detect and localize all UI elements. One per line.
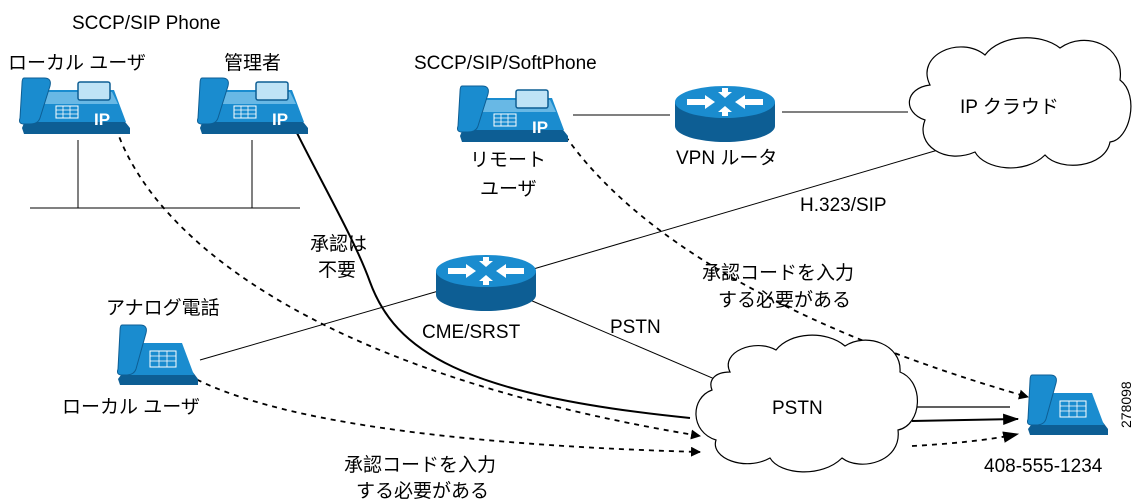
no-auth-label-line2: 不要 [318,260,356,281]
sccp-sip-softphone-label: SCCP/SIP/SoftPhone [414,53,597,74]
analog-phone-label: アナログ電話 [106,297,220,319]
local-user-top-label: ローカル ユーザ [8,53,146,74]
admin-label: 管理者 [224,52,281,74]
ip-cloud-icon [908,37,1132,169]
remote-user-label-line2: ユーザ [480,179,537,200]
analog-phone-icon [1027,374,1109,436]
no-auth-label-line1: 承認は [310,233,367,255]
cme-srst-label: CME/SRST [422,322,521,343]
auth-required-bottom-line1: 承認コードを入力 [344,454,496,476]
destination-number-label: 408-555-1234 [984,456,1103,477]
auth-required-right-line2: する必要がある [718,289,851,311]
vpn-router-label: VPN ルータ [676,147,777,169]
ip-phone-label: IP [94,110,110,129]
local-user-bottom-label: ローカル ユーザ [62,397,200,418]
network-links [199,111,1010,408]
router-icon [436,255,536,311]
sccp-sip-phone-label: SCCP/SIP Phone [72,13,221,34]
call-path-no-auth [292,124,1020,425]
ip-phone-label: IP [272,110,288,129]
pstn-cloud-icon [695,334,918,473]
ip-phone-icon [196,77,309,135]
h323-sip-label: H.323/SIP [800,195,887,216]
figure-id-label: 278098 [1118,381,1134,428]
analog-phone-icon [117,324,199,386]
ip-phone-icon [456,85,569,143]
pstn-link-label: PSTN [610,317,661,338]
auth-required-bottom-line2: する必要がある [356,480,489,501]
ip-phone-icon [18,77,131,135]
call-paths-auth-required [115,127,1029,457]
ip-cloud-label: IP クラウド [960,96,1059,118]
remote-user-label-line1: リモート [470,150,546,171]
router-icon [675,86,775,142]
local-bus [30,140,300,209]
ip-phone-label: IP [532,118,548,137]
pstn-cloud-label: PSTN [772,398,823,419]
auth-required-right-line1: 承認コードを入力 [702,262,854,284]
